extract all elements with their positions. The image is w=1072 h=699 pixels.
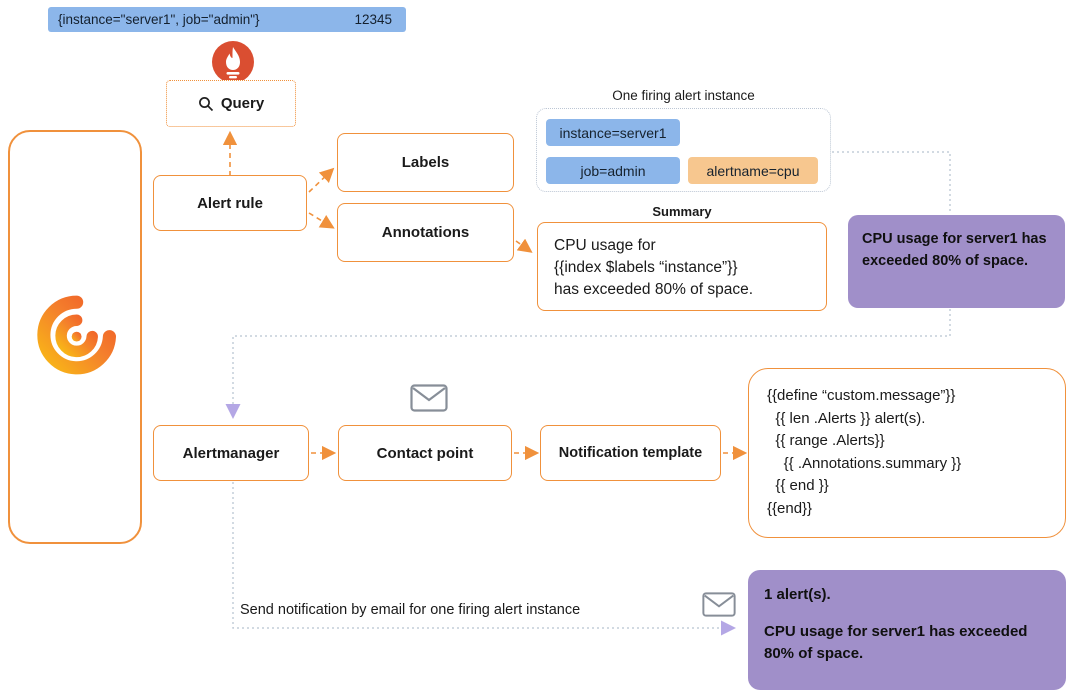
grafana-logo-icon: [37, 295, 116, 375]
labels-label: Labels: [401, 154, 450, 171]
code-line: {{ .Annotations.summary }}: [767, 454, 962, 472]
query-label: Query: [220, 95, 265, 112]
alert-rule-box: Alert rule: [153, 175, 307, 231]
contact-point-box: Contact point: [338, 425, 512, 481]
metric-badge: {instance="server1", job="admin"} 12345: [48, 7, 406, 32]
summary-line: has exceeded 80% of space.: [554, 281, 754, 298]
firing-instance-box: [536, 108, 831, 192]
code-line: {{ range .Alerts}}: [767, 432, 885, 449]
labels-box: Labels: [337, 133, 514, 192]
metric-labels: {instance="server1", job="admin"}: [58, 12, 260, 27]
badge-job: job=admin: [546, 157, 680, 184]
rendered-summary-note: CPU usage for server1 has exceeded 80% o…: [848, 215, 1065, 308]
notification-result-line2: CPU usage for server1 has exceeded 80% o…: [764, 622, 1028, 663]
notification-template-code: {{define “custom.message”}} {{ len .Aler…: [748, 368, 1066, 538]
summary-line: CPU usage for: [554, 237, 656, 254]
annotations-box: Annotations: [337, 203, 514, 262]
summary-title: Summary: [652, 204, 712, 219]
email-icon: [410, 384, 448, 412]
alertmanager-box: Alertmanager: [153, 425, 309, 481]
code-line: {{ len .Alerts }} alert(s).: [767, 409, 926, 427]
notification-template-label: Notification template: [558, 445, 703, 461]
metric-value: 12345: [354, 12, 392, 27]
firing-instance-title: One firing alert instance: [612, 88, 755, 103]
alert-rule-label: Alert rule: [197, 194, 263, 212]
send-note-text: Send notification by email for one firin…: [240, 602, 581, 618]
badge-instance: instance=server1: [546, 119, 680, 146]
spacer: [764, 607, 1050, 621]
prometheus-icon: [212, 41, 254, 83]
notification-template-box: Notification template: [540, 425, 721, 481]
summary-box: CPU usage for {{index $labels “instance”…: [537, 222, 827, 311]
alertmanager-label: Alertmanager: [182, 444, 280, 462]
notification-result-line1: 1 alert(s).: [764, 586, 831, 603]
annotations-label: Annotations: [381, 224, 470, 241]
notification-result-box: 1 alert(s). CPU usage for server1 has ex…: [748, 570, 1066, 690]
query-box: Query: [166, 80, 296, 127]
code-line: {{define “custom.message”}}: [767, 387, 956, 404]
badge-alertname: alertname=cpu: [688, 157, 818, 184]
search-icon: [198, 96, 213, 111]
email-icon-small: [702, 592, 736, 617]
code-line: {{end}}: [767, 499, 813, 517]
code-line: {{ end }}: [767, 477, 829, 494]
contact-point-label: Contact point: [376, 444, 474, 462]
summary-line: {{index $labels “instance”}}: [554, 259, 738, 276]
rendered-summary-text: CPU usage for server1 has exceeded 80% o…: [862, 231, 1047, 269]
